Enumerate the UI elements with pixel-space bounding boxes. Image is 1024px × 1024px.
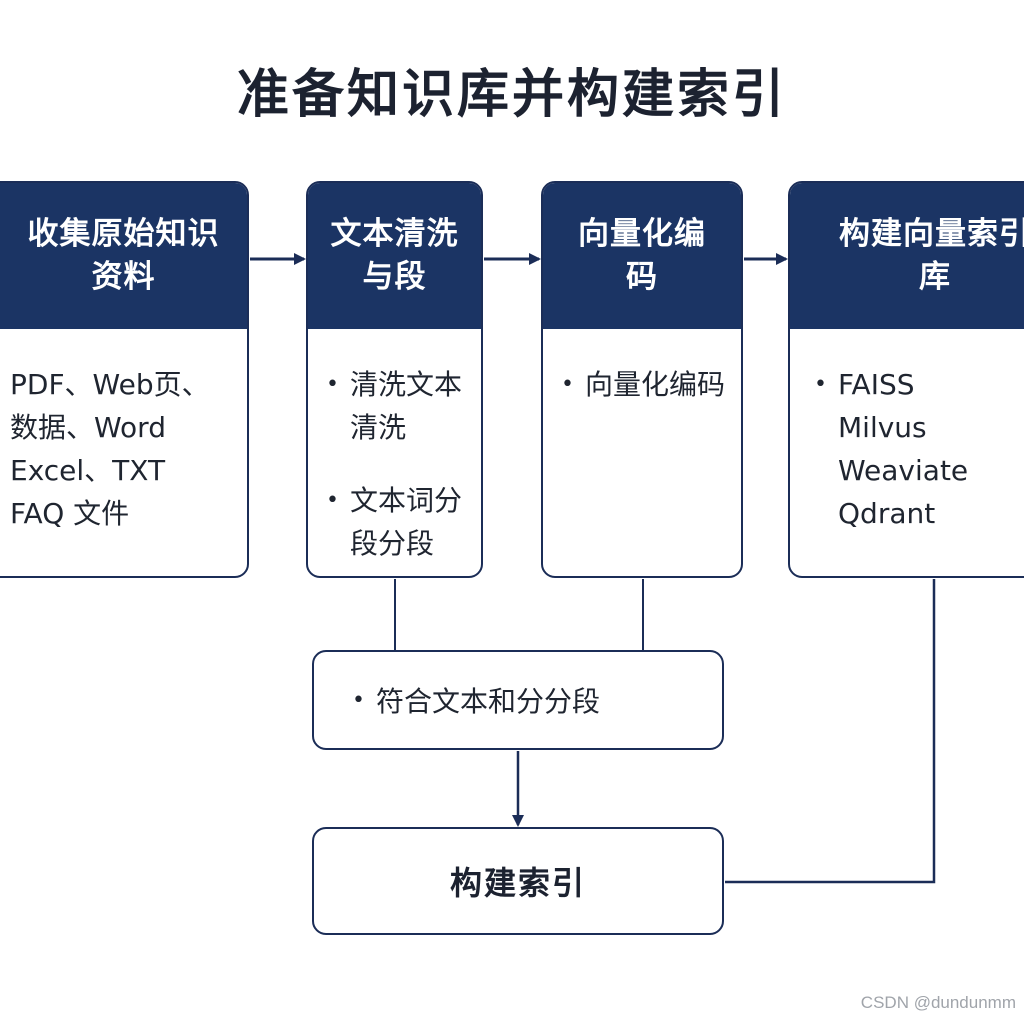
list-item: • 向量化编码 [561, 363, 741, 406]
source-line: PDF、Web页、 [10, 368, 210, 401]
source-line: Excel、TXT [10, 454, 166, 487]
stage-text-cleaning-heading-text: 文本清洗与段 [330, 216, 459, 295]
stage-text-cleaning-body: • 清洗文本清洗 • 文本词分段分段 [308, 329, 481, 565]
list-item: • 清洗文本清洗 [326, 363, 471, 449]
stage-vector-encoding-body: • 向量化编码 [543, 329, 741, 406]
stage-vector-index-library-heading: 构建向量索引库 [790, 183, 1024, 329]
merge-segments-text: 符合文本和分分段 [376, 685, 601, 718]
source-line: FAQ 文件 [10, 497, 130, 530]
stage-vector-index-library: 构建向量索引库 • FAISS Milvus Weaviate Qdrant [788, 181, 1024, 578]
watermark: CSDN @dundunmm [860, 993, 1016, 1012]
list-item-text: 向量化编码 [585, 368, 726, 401]
build-index-text: 构建索引 [449, 864, 586, 902]
bullet-dot-icon: • [814, 372, 827, 397]
stage-vector-index-library-heading-text: 构建向量索引库 [839, 216, 1024, 295]
build-index-box: 构建索引 [312, 827, 724, 935]
vector-db-name: Qdrant [838, 497, 936, 530]
stage-collect-sources-heading: 收集原始知识资料 [0, 183, 247, 329]
source-line: 数据、Word [10, 411, 166, 444]
line-vector-library-to-index [725, 579, 936, 884]
list-item: • FAISS [814, 363, 1024, 406]
diagram-title: 准备知识库并构建索引 [236, 65, 787, 125]
vector-db-name: Milvus [838, 411, 927, 444]
vector-db-name: FAISS [838, 368, 915, 401]
bullet-dot-icon: • [326, 372, 339, 397]
stage-collect-sources-heading-text: 收集原始知识资料 [27, 216, 220, 295]
stage-collect-sources-body: PDF、Web页、 数据、Word Excel、TXT FAQ 文件 [0, 329, 247, 535]
vector-db-name: Weaviate [838, 454, 969, 487]
merge-segments-box: • 符合文本和分分段 [312, 650, 724, 750]
list-item: • 文本词分段分段 [326, 479, 471, 565]
stage-vector-encoding: 向量化编码 • 向量化编码 [541, 181, 743, 578]
stage-vector-encoding-heading-text: 向量化编码 [578, 216, 706, 295]
stage-text-cleaning: 文本清洗与段 • 清洗文本清洗 • 文本词分段分段 [306, 181, 483, 578]
stage-collect-sources: 收集原始知识资料 PDF、Web页、 数据、Word Excel、TXT FAQ… [0, 181, 249, 578]
bullet-dot-icon: • [326, 488, 339, 513]
stage-text-cleaning-heading: 文本清洗与段 [308, 183, 481, 329]
list-item-text: 清洗文本清洗 [350, 368, 463, 444]
bullet-dot-icon: • [352, 687, 365, 713]
stage-vector-index-library-body: • FAISS Milvus Weaviate Qdrant [790, 329, 1024, 535]
stage-vector-encoding-heading: 向量化编码 [543, 183, 741, 329]
list-item-text: 文本词分段分段 [350, 484, 463, 560]
bullet-dot-icon: • [561, 372, 574, 397]
